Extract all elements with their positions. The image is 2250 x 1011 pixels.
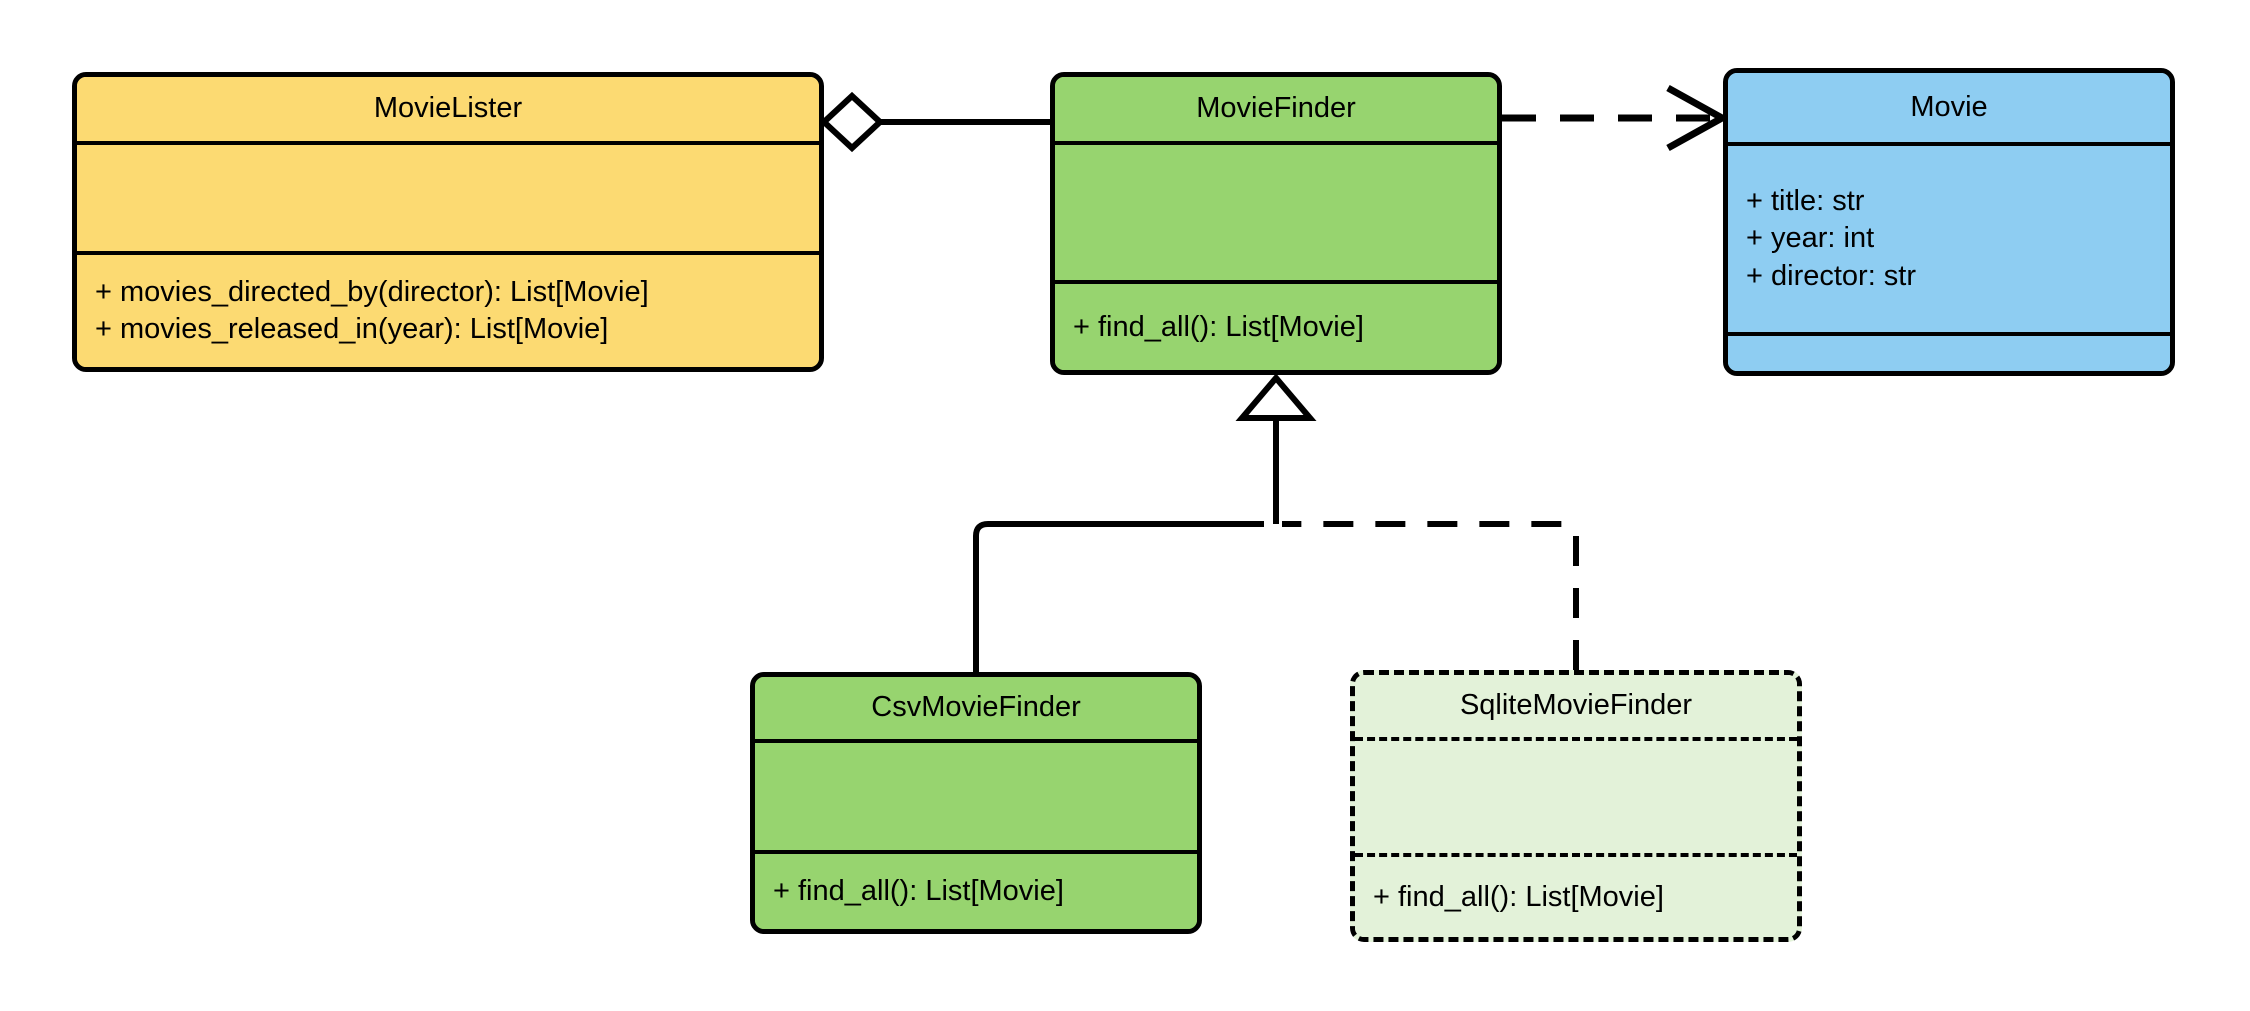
class-operations-csv-movie-finder: + find_all(): List[Movie] [755, 854, 1197, 929]
class-name-movie-finder: MovieFinder [1055, 77, 1497, 145]
class-operations-movie-lister: + movies_directed_by(director): List[Mov… [77, 254, 819, 367]
operation-row: + find_all(): List[Movie] [773, 875, 1064, 908]
class-box-csv-movie-finder[interactable]: CsvMovieFinder + find_all(): List[Movie] [750, 672, 1202, 934]
edge-aggregation-movielister-moviefinder [819, 91, 1050, 153]
hollow-diamond-marker [819, 91, 885, 153]
attribute-row: + title: str [1746, 185, 1865, 218]
realization-line-sqlite [1282, 521, 1579, 670]
open-arrow-marker [1666, 84, 1730, 152]
class-operations-movie-finder: + find_all(): List[Movie] [1055, 284, 1497, 370]
operation-row: + find_all(): List[Movie] [1373, 880, 1664, 913]
class-name-movie-lister: MovieLister [77, 77, 819, 145]
class-operations-movie [1728, 336, 2170, 371]
edge-generalization-sqlitemoviefinder-moviefinder [1282, 521, 1579, 670]
class-name-sqlite-movie-finder: SqliteMovieFinder [1355, 675, 1797, 741]
hollow-triangle-marker [1235, 373, 1317, 421]
class-attributes-movie-finder [1055, 145, 1497, 285]
class-box-movie[interactable]: Movie + title: str + year: int + directo… [1723, 68, 2175, 376]
operation-row: + movies_released_in(year): List[Movie] [95, 312, 609, 345]
generalization-line-csv [973, 521, 1264, 672]
class-attributes-movie: + title: str + year: int + director: str [1728, 146, 2170, 336]
edge-dependency-moviefinder-movie [1502, 84, 1730, 152]
class-box-movie-lister[interactable]: MovieLister + movies_directed_by(directo… [72, 72, 824, 372]
class-attributes-csv-movie-finder [755, 743, 1197, 855]
class-attributes-movie-lister [77, 145, 819, 255]
attribute-row: + director: str [1746, 259, 1917, 292]
class-operations-sqlite-movie-finder: + find_all(): List[Movie] [1355, 857, 1797, 937]
class-box-movie-finder[interactable]: MovieFinder + find_all(): List[Movie] [1050, 72, 1502, 375]
operation-row: + find_all(): List[Movie] [1073, 310, 1364, 343]
class-name-csv-movie-finder: CsvMovieFinder [755, 677, 1197, 743]
operation-row: + movies_directed_by(director): List[Mov… [95, 275, 649, 308]
class-box-sqlite-movie-finder[interactable]: SqliteMovieFinder + find_all(): List[Mov… [1350, 670, 1802, 942]
attribute-row: + year: int [1746, 222, 1875, 255]
class-attributes-sqlite-movie-finder [1355, 741, 1797, 858]
edge-generalization-csvmoviefinder-moviefinder [973, 373, 1317, 672]
class-name-movie: Movie [1728, 73, 2170, 146]
